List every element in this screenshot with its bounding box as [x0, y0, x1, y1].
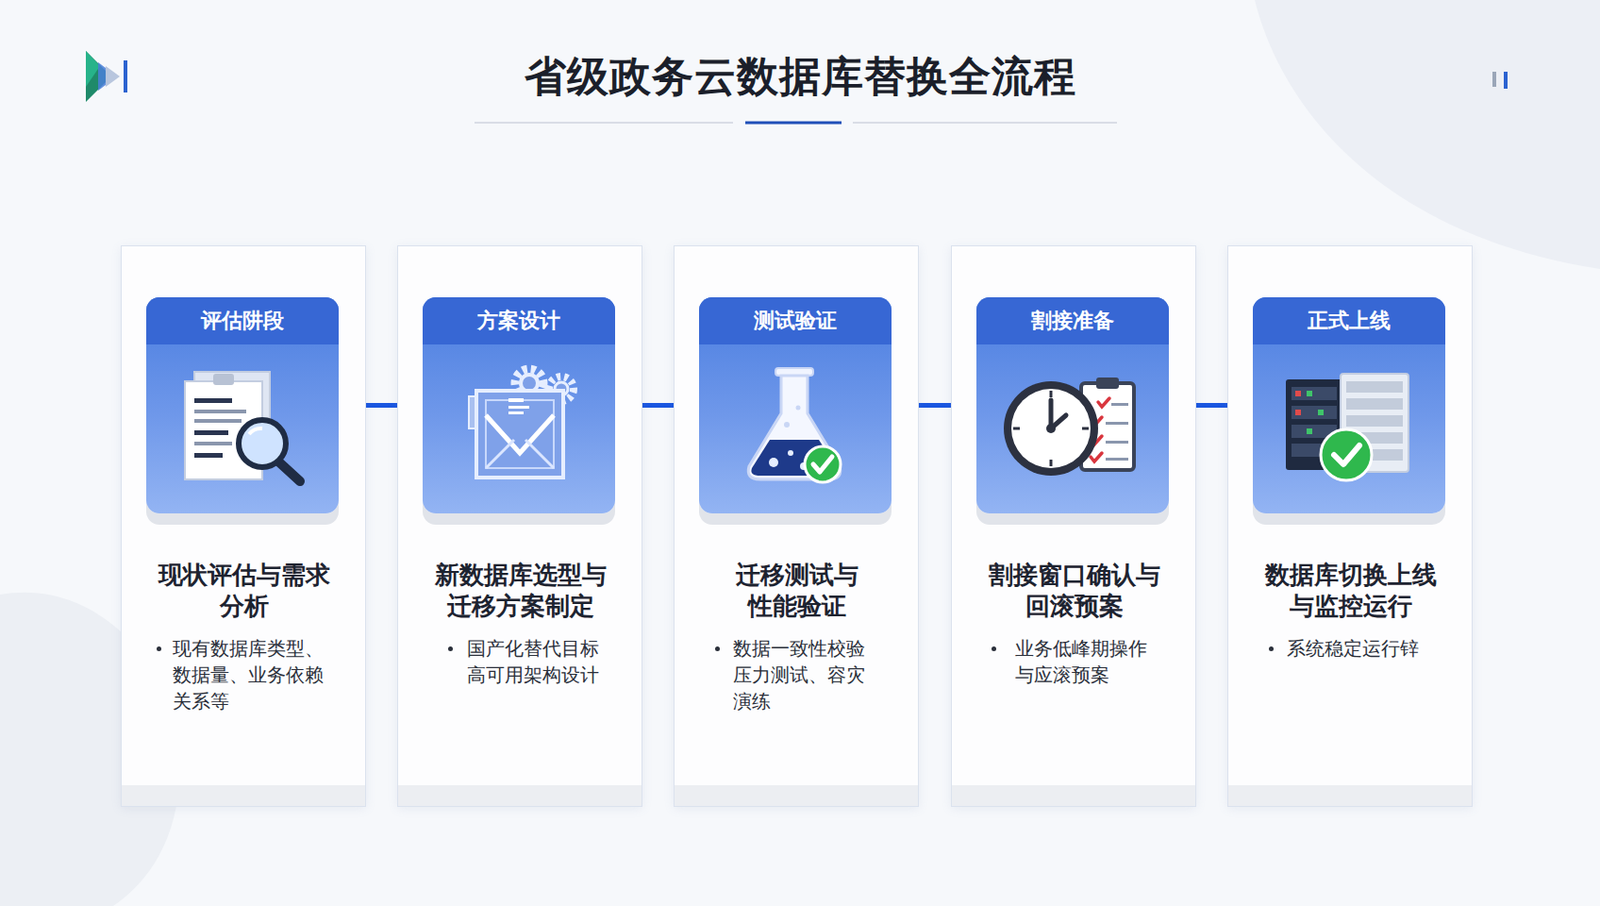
step-title: 现状评估与需求分析 — [154, 559, 334, 622]
design-icon — [468, 368, 574, 478]
step-detail: 数据一致性校验 压力测试、容灾演练 — [733, 634, 875, 715]
bullet-dot — [715, 646, 720, 651]
step-title: 迁移测试与性能验证 — [731, 559, 864, 622]
stage-box: 正式上线 — [1252, 297, 1446, 514]
step-card: 割接窗口确认与回滚预案业务低峰期操作与应滚预案 割接准备 — [950, 245, 1197, 807]
document-icon — [184, 371, 300, 482]
stage-box: 测试验证 — [699, 297, 892, 514]
logo — [85, 50, 128, 102]
step-title: 新数据库选型与迁移方案制定 — [431, 559, 611, 622]
step-card: 迁移测试与性能验证数据一致性校验 压力测试、容灾演练 测试验证 — [673, 245, 919, 807]
corner-mark — [1492, 71, 1508, 89]
stage-label: 测试验证 — [699, 297, 892, 345]
server-icon — [1285, 373, 1409, 481]
flask-icon — [748, 367, 841, 483]
stage-label: 评估阱段 — [146, 297, 339, 345]
corner-shape — [1254, 0, 1600, 269]
step-title: 数据库切换上线与监控运行 — [1261, 559, 1441, 622]
page-title: 省级政务云数据库替换全流程 — [0, 49, 1600, 105]
title-rule — [474, 122, 1117, 124]
bullet-dot — [1268, 646, 1274, 651]
clock-icon — [1003, 377, 1134, 476]
stage-box: 评估阱段 — [146, 297, 339, 514]
step-card: 现状评估与需求分析现有数据库类型、数据量、业务依赖关系等 评估阱段 — [120, 245, 367, 807]
bullet-dot — [156, 646, 162, 651]
stage-box: 方案设计 — [422, 297, 616, 514]
step-title: 割接窗口确认与回滚预案 — [984, 559, 1165, 622]
bullet-dot — [991, 646, 997, 651]
step-detail: 系统稳定运行锌 — [1286, 634, 1448, 662]
bullet-dot — [448, 646, 453, 651]
stage-label: 正式上线 — [1252, 297, 1446, 345]
stage-label: 方案设计 — [422, 297, 616, 345]
step-detail: 现有数据库类型、数据量、业务依赖关系等 — [172, 634, 334, 715]
step-card: 数据库切换上线与监控运行系统稳定运行锌 正式上线 — [1227, 245, 1473, 807]
step-detail: 业务低峰期操作与应滚预案 — [1015, 634, 1157, 688]
step-card: 新数据库选型与迁移方案制定国产化替代目标 高可用架构设计 方案设计 — [397, 245, 643, 807]
stage-box: 割接准备 — [976, 297, 1169, 514]
stage-label: 割接准备 — [976, 297, 1169, 345]
step-detail: 国产化替代目标 高可用架构设计 — [466, 634, 609, 688]
